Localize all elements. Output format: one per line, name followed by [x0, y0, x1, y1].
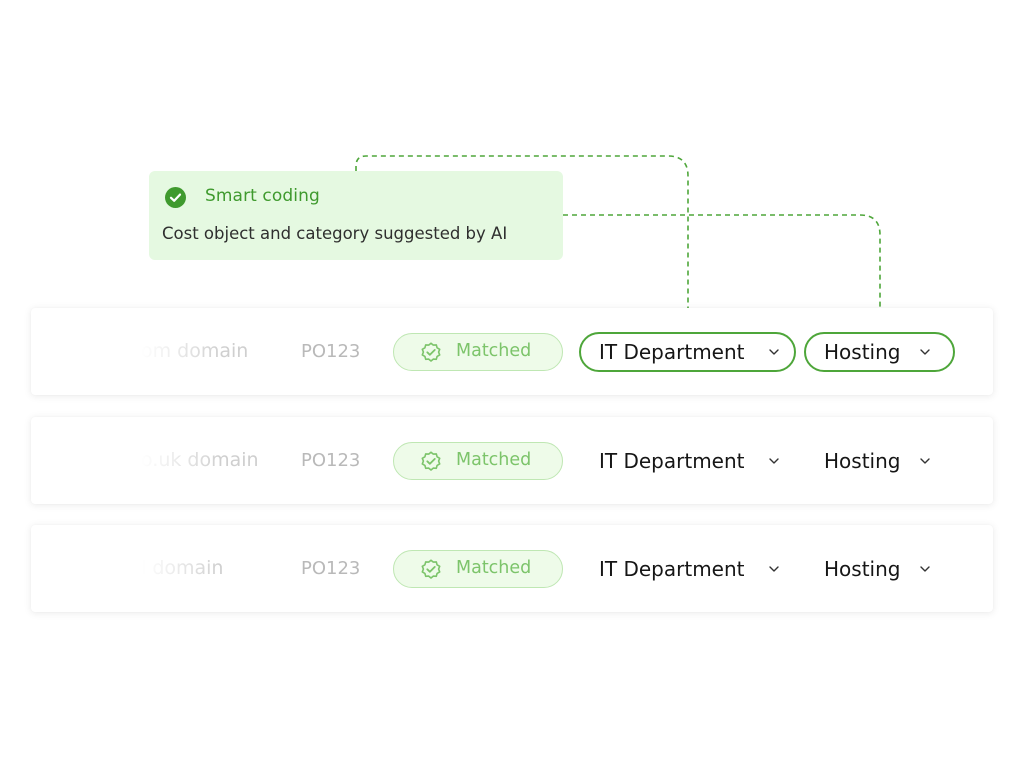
status-label: Matched — [456, 341, 532, 361]
status-label: Matched — [456, 558, 532, 578]
category-value: Hosting — [824, 340, 901, 364]
cost-object-value: IT Department — [599, 557, 745, 581]
chevron-down-icon — [920, 349, 930, 355]
invoice-row: om domain PO123 Matched IT Department Ho… — [31, 308, 993, 395]
cost-object-dropdown[interactable]: IT Department — [579, 441, 796, 481]
chevron-down-icon — [769, 458, 779, 464]
matched-status-badge: Matched — [393, 333, 563, 371]
chevron-down-icon — [920, 458, 930, 464]
cost-object-value: IT Department — [599, 449, 745, 473]
po-number: PO123 — [301, 341, 361, 362]
invoice-row: o.uk domain PO123 Matched IT Department … — [31, 417, 993, 504]
domain-label: l domain — [141, 557, 224, 579]
verified-badge-icon — [421, 451, 441, 471]
category-dropdown[interactable]: Hosting — [804, 332, 955, 372]
cost-object-dropdown[interactable]: IT Department — [579, 549, 796, 589]
cost-object-dropdown[interactable]: IT Department — [579, 332, 796, 372]
chevron-down-icon — [769, 349, 779, 355]
po-number: PO123 — [301, 558, 361, 579]
status-label: Matched — [456, 450, 532, 470]
cost-object-value: IT Department — [599, 340, 745, 364]
smart-coding-callout: Smart coding Cost object and category su… — [149, 171, 563, 260]
po-number: PO123 — [301, 450, 361, 471]
verified-badge-icon — [421, 559, 441, 579]
domain-label: om domain — [141, 340, 249, 362]
matched-status-badge: Matched — [393, 550, 563, 588]
category-dropdown[interactable]: Hosting — [804, 549, 955, 589]
chevron-down-icon — [769, 566, 779, 572]
category-value: Hosting — [824, 449, 901, 473]
callout-subtitle: Cost object and category suggested by AI — [162, 224, 508, 243]
category-dropdown[interactable]: Hosting — [804, 441, 955, 481]
check-circle-icon — [165, 187, 186, 208]
verified-badge-icon — [421, 342, 441, 362]
matched-status-badge: Matched — [393, 442, 563, 480]
chevron-down-icon — [920, 566, 930, 572]
invoice-row: l domain PO123 Matched IT Department Hos… — [31, 525, 993, 612]
callout-title: Smart coding — [205, 186, 320, 206]
category-value: Hosting — [824, 557, 901, 581]
domain-label: o.uk domain — [141, 449, 259, 471]
